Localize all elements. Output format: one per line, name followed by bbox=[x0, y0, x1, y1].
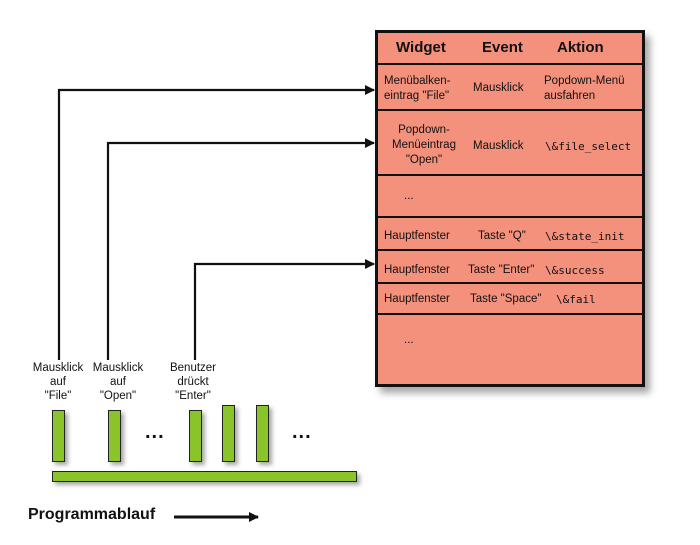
row2-widget: Popdown- Menüeintrag "Open" bbox=[392, 124, 456, 166]
row5-event: Taste "Enter" bbox=[468, 264, 535, 276]
row-separator bbox=[378, 109, 642, 111]
row6-event: Taste "Space" bbox=[470, 293, 542, 305]
arrow-file bbox=[57, 85, 375, 360]
trigger-enter: Benutzer drückt "Enter" bbox=[169, 362, 217, 402]
timeline-label: Programmablauf bbox=[28, 506, 156, 523]
arrow-enter bbox=[193, 259, 375, 360]
row-separator bbox=[378, 282, 642, 284]
row4-action: \&state_init bbox=[545, 230, 625, 243]
ellipsis-2: ... bbox=[292, 421, 312, 443]
row4-event: Taste "Q" bbox=[478, 230, 526, 242]
arrow-open bbox=[106, 138, 375, 360]
row6-widget: Hauptfenster bbox=[384, 293, 450, 305]
event-table: Widget Event Aktion Menübalken- eintrag … bbox=[375, 30, 645, 387]
row1-widget: Menübalken- eintrag "File" bbox=[384, 75, 451, 102]
row3-widget: ... bbox=[404, 190, 414, 202]
header-widget: Widget bbox=[396, 39, 446, 56]
event-bar bbox=[108, 410, 121, 462]
table-header: Widget Event Aktion bbox=[378, 33, 642, 65]
trigger-open: Mausklick auf "Open" bbox=[92, 362, 144, 402]
row4-widget: Hauptfenster bbox=[384, 230, 450, 242]
row-separator bbox=[378, 216, 642, 218]
row5-widget: Hauptfenster bbox=[384, 264, 450, 276]
event-bar bbox=[222, 405, 235, 462]
timeline-bar bbox=[52, 471, 357, 482]
row1-event: Mausklick bbox=[473, 82, 524, 94]
trigger-file: Mausklick auf "File" bbox=[32, 362, 84, 402]
row-separator bbox=[378, 313, 642, 315]
row2-event: Mausklick bbox=[473, 140, 524, 152]
header-action: Aktion bbox=[557, 39, 604, 56]
row6-action: \&fail bbox=[556, 293, 596, 306]
row7-widget: ... bbox=[404, 334, 414, 346]
row2-action: \&file_select bbox=[545, 140, 632, 153]
event-bar bbox=[256, 405, 269, 462]
row-separator bbox=[378, 249, 642, 251]
event-bar bbox=[52, 410, 65, 462]
event-bar bbox=[189, 410, 202, 462]
header-event: Event bbox=[482, 39, 523, 56]
row5-action: \&success bbox=[545, 264, 605, 277]
ellipsis-1: ... bbox=[145, 421, 165, 443]
row1-action: Popdown-Menü ausfahren bbox=[544, 75, 625, 102]
row-separator bbox=[378, 174, 642, 176]
